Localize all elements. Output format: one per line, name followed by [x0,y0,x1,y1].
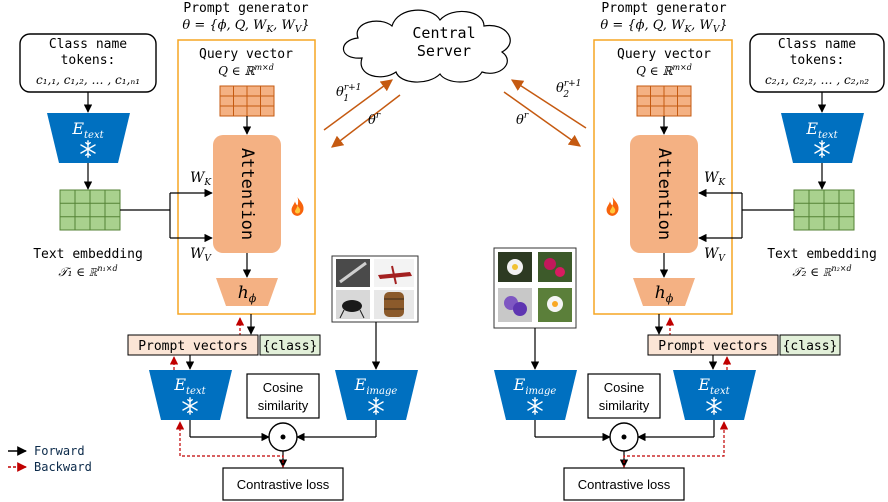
left-class-tag: {class} [263,339,318,354]
server-label-line2: Server [417,42,471,60]
left-attention-label: Attention [237,148,257,240]
left-wv-label: WV [190,246,212,264]
right-cosine-line2: similarity [599,398,650,413]
left-image-encoder-label: Eimage [354,375,398,397]
right-attention-block [630,135,698,253]
right-cosine-box [587,373,661,419]
left-flame-icon [291,197,304,216]
right-prompt-generator-frame [593,39,733,315]
right-flame-icon [606,197,619,216]
right-image-encoder-label: Eimage [513,375,557,397]
right-query-dim: Q ∈ ℝm×d [636,63,692,78]
right-image-thumbnail [493,247,577,329]
left-cosine-line2: similarity [258,398,309,413]
legend-forward-label: Forward [34,444,85,458]
right-class-tag-box [779,334,841,356]
left-contrastive-loss-box [222,467,344,501]
right-text-embedding-grid [793,189,855,231]
left-upload-arrow [323,79,393,131]
right-image-encoder [494,370,577,420]
legend: Forward Backward [8,444,92,474]
left-text-embedding-label: Text embedding [33,247,143,262]
left-class-tag-box [259,334,321,356]
left-contrastive-loss-label: Contrastive loss [237,477,330,492]
left-client: Prompt generator θ = {ϕ, Q, WK, WV} Quer… [19,1,419,501]
right-text-encoder-lower-label: Etext [697,375,730,397]
right-class-tokens-line1: Class name [778,37,856,52]
central-server: Central Server [342,9,511,83]
left-attention-block [213,135,281,253]
right-download-arrow [503,91,581,147]
right-text-encoder-lower [673,370,756,420]
left-class-tokens-line1: Class name [49,37,127,52]
right-prompt-generator-title: Prompt generator [601,1,726,16]
right-attention-label: Attention [654,148,674,240]
left-query-dim: Q ∈ ℝm×d [218,63,274,78]
right-prompt-vectors-label: Prompt vectors [658,339,768,354]
left-prompt-vectors-label: Prompt vectors [138,339,248,354]
left-h-phi-label: hϕ [238,283,257,305]
left-theta-definition: θ = {ϕ, Q, WK, WV} [182,18,309,35]
right-client: Prompt generator θ = {ϕ, Q, WK, WV} Quer… [493,1,885,501]
right-contrastive-loss-label: Contrastive loss [578,477,671,492]
left-text-encoder-lower-label: Etext [173,375,206,397]
left-download-arrow [331,94,401,148]
right-wk-label: WK [704,170,726,188]
left-text-encoder-upper [47,113,130,163]
right-upload-arrow [510,79,587,129]
left-prompt-vectors-box [127,334,259,356]
left-query-vector-label: Query vector [199,47,293,62]
legend-backward-label: Backward [34,460,92,474]
left-class-tokens-formula: c₁,₁, c₁,₂, … , c₁,ₙ₁ [36,73,140,87]
left-class-tokens-line2: tokens: [61,53,116,68]
left-cosine-line1: Cosine [263,380,303,395]
right-theta-download: θr [516,111,529,128]
left-text-embedding-grid [59,189,121,231]
left-wk-label: WK [190,170,212,188]
right-query-grid [636,85,692,117]
right-class-tokens-formula: c₂,₁, c₂,₂, … , c₂,ₙ₂ [765,73,869,87]
right-class-tokens-line2: tokens: [790,53,845,68]
right-query-vector-label: Query vector [617,47,711,62]
right-text-embedding-label: Text embedding [767,247,877,262]
left-image-thumbnail [331,255,419,323]
server-label-line1: Central [412,24,475,42]
right-class-tokens-box [749,33,885,93]
right-wv-label: WV [704,246,726,264]
left-query-grid [219,85,275,117]
right-h-phi-label: hϕ [655,283,674,305]
left-image-encoder [335,370,418,420]
left-theta-download: θr [368,111,381,128]
left-cosine-box [246,373,320,419]
right-class-tag: {class} [783,339,838,354]
left-text-encoder-lower [149,370,232,420]
left-h-phi-block [216,278,278,306]
right-text-encoder-upper-label: Etext [805,119,838,141]
left-text-embedding-dim: 𝒯₁ ∈ ℝn₁×d [58,264,117,279]
right-text-embedding-dim: 𝒯₂ ∈ ℝn₂×d [792,264,851,279]
right-cosine-line1: Cosine [604,380,644,395]
left-text-encoder-upper-label: Etext [71,119,104,141]
right-theta-definition: θ = {ϕ, Q, WK, WV} [600,18,727,35]
right-contrastive-loss-box [563,467,685,501]
right-text-encoder-upper [781,113,864,163]
left-prompt-generator-frame [177,39,316,315]
right-h-phi-block [633,278,695,306]
left-prompt-generator-title: Prompt generator [183,1,308,16]
